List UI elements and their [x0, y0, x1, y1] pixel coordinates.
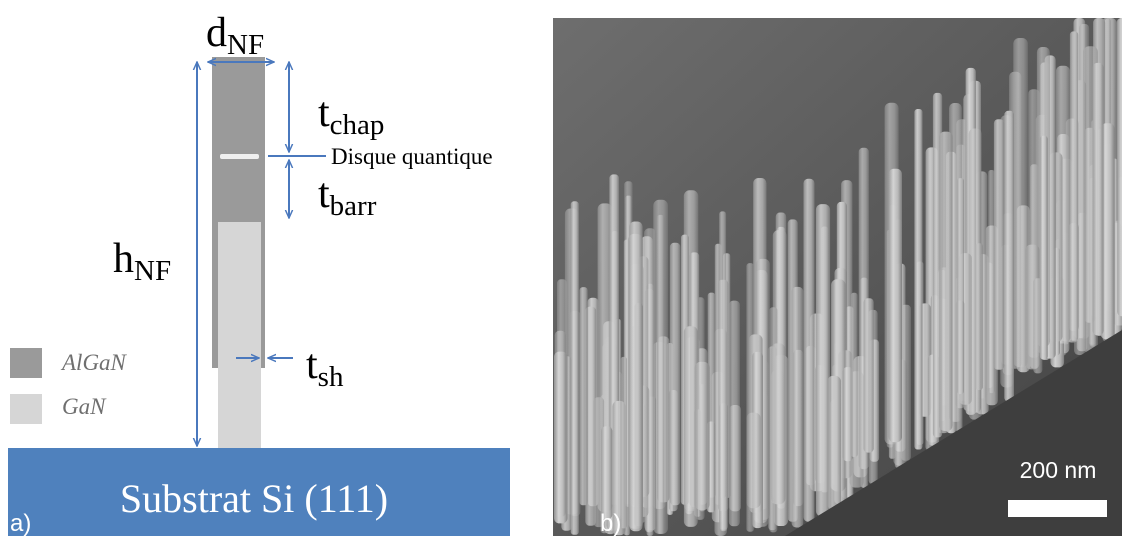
disk-label: Disque quantique: [331, 144, 493, 169]
nanowire: [620, 356, 627, 529]
d-nf-label: dNF: [206, 10, 264, 61]
algan-shell-right: [261, 222, 265, 368]
algan-top-section: [212, 57, 265, 222]
nanowire: [694, 361, 710, 510]
panel-a-label: a): [10, 510, 31, 536]
nanowire: [683, 326, 698, 527]
nanowire: [993, 119, 1005, 370]
nanowire: [717, 279, 729, 512]
substrate-label: Substrat Si (111): [120, 476, 388, 521]
nanowire: [1068, 223, 1079, 331]
nanowire: [1013, 38, 1028, 368]
nanowire: [803, 178, 815, 522]
nanowire: [570, 201, 579, 535]
nanowire: [585, 306, 597, 526]
gan-core: [218, 222, 261, 448]
legend-swatch-gan: [10, 394, 42, 424]
quantum-disk: [220, 154, 259, 159]
nanowire: [657, 214, 665, 534]
nanowire: [669, 242, 681, 506]
nanowire: [554, 330, 566, 517]
nanowire: [827, 375, 841, 510]
nanowire: [601, 426, 613, 520]
scale-bar-label: 200 nm: [1020, 457, 1097, 483]
nanowire: [746, 412, 761, 509]
nanowire: [729, 405, 741, 512]
panel-b: 200 nm b): [553, 18, 1122, 536]
nanowire: [628, 233, 643, 529]
nanowire: [968, 128, 982, 420]
nanowire: [1117, 18, 1122, 317]
nanowire: [815, 204, 831, 517]
nanowire: [1039, 135, 1048, 360]
nanowire: [863, 298, 874, 453]
legend-swatch-algan: [10, 348, 42, 378]
panel-b-label: b): [600, 510, 621, 536]
legend-label-gan: GaN: [62, 394, 107, 419]
substrate-dark-region: [785, 330, 1122, 536]
nanowire: [1004, 110, 1014, 402]
scale-bar: [1008, 500, 1107, 517]
nanowire: [579, 287, 588, 506]
nanowire: [988, 170, 995, 394]
substrate: [8, 448, 510, 536]
nanowire: [850, 292, 858, 457]
nanowire: [1100, 123, 1115, 340]
t-chap-label: tchap: [318, 90, 384, 141]
nanowire: [1092, 62, 1104, 336]
algan-shell-left: [212, 222, 218, 368]
nanowire-array: [554, 18, 1122, 536]
nanowire: [888, 168, 902, 443]
legend-label-algan: AlGaN: [60, 350, 128, 375]
t-sh-label: tsh: [306, 342, 344, 393]
nanowire: [771, 343, 786, 505]
nanowire: [914, 109, 923, 450]
t-barr-label: tbarr: [318, 171, 377, 222]
nanowire: [957, 178, 964, 394]
nanowire: [939, 131, 953, 431]
h-nf-label: hNF: [113, 236, 171, 287]
nanowire: [842, 367, 853, 462]
nanowire: [793, 349, 804, 507]
panel-a: Substrat Si (111) a) dNF hNF tchap Disqu…: [8, 10, 510, 536]
